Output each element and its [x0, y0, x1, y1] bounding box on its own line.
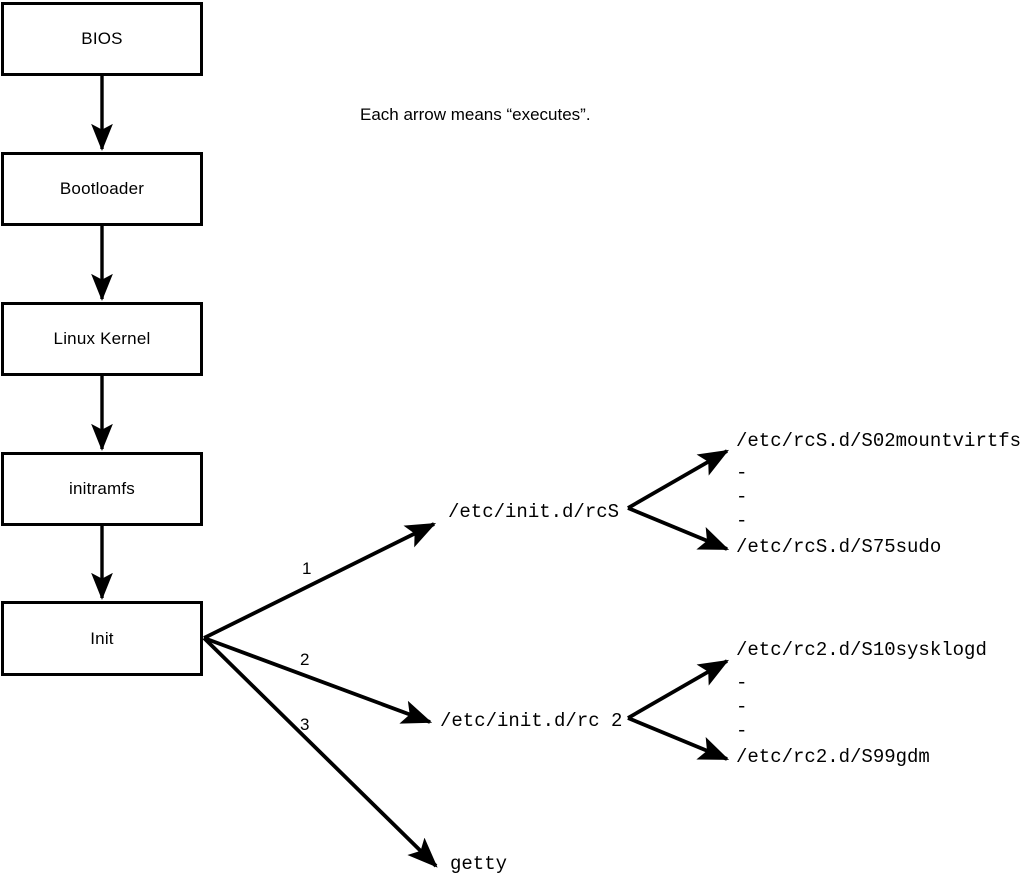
rc2-ellipsis-dash-1: - — [736, 672, 748, 694]
arrow-rcs-to-last-script — [627, 506, 730, 551]
arrow-legend-note: Each arrow means “executes”. — [360, 105, 591, 124]
node-getty[interactable]: getty — [450, 853, 508, 875]
branch-number-2: 2 — [300, 650, 310, 669]
node-bootloader[interactable]: Bootloader — [1, 152, 203, 226]
branch-number-1: 1 — [302, 559, 312, 578]
arrow-rc2-to-last-script — [627, 716, 730, 761]
node-bootloader-label: Bootloader — [59, 179, 145, 198]
rcs-ellipsis-dash-2: - — [736, 486, 748, 508]
arrow-init-to-getty — [202, 636, 438, 868]
node-bios-label: BIOS — [81, 29, 123, 48]
arrow-rc2-to-first-script — [627, 659, 729, 720]
node-init-d-rc2[interactable]: /etc/init.d/rc 2 — [440, 710, 623, 732]
node-init-d-rcs[interactable]: /etc/init.d/rcS — [448, 501, 620, 523]
rcs-ellipsis-dash-1: - — [736, 462, 748, 484]
node-bios[interactable]: BIOS — [1, 2, 203, 76]
node-init[interactable]: Init — [1, 601, 203, 676]
arrow-rcs-to-first-script — [627, 449, 729, 510]
script-rc2-first[interactable]: /etc/rc2.d/S10sysklogd — [736, 639, 987, 661]
script-rc2-last[interactable]: /etc/rc2.d/S99gdm — [736, 746, 930, 768]
node-linux-kernel-label: Linux Kernel — [53, 329, 151, 348]
rcs-ellipsis-dash-3: - — [736, 510, 748, 532]
arrow-init-to-rc2 — [203, 636, 433, 724]
node-initramfs[interactable]: initramfs — [1, 452, 203, 526]
script-rcs-last[interactable]: /etc/rcS.d/S75sudo — [736, 536, 942, 558]
node-linux-kernel[interactable]: Linux Kernel — [1, 302, 203, 376]
script-rcs-first[interactable]: /etc/rcS.d/S02mountvirtfs — [736, 430, 1022, 452]
arrow-init-to-rcs — [203, 522, 437, 640]
node-initramfs-label: initramfs — [68, 479, 136, 498]
node-init-label: Init — [90, 628, 114, 648]
rc2-ellipsis-dash-2: - — [736, 696, 748, 718]
branch-number-3: 3 — [300, 715, 310, 734]
rc2-ellipsis-dash-3: - — [736, 720, 748, 742]
